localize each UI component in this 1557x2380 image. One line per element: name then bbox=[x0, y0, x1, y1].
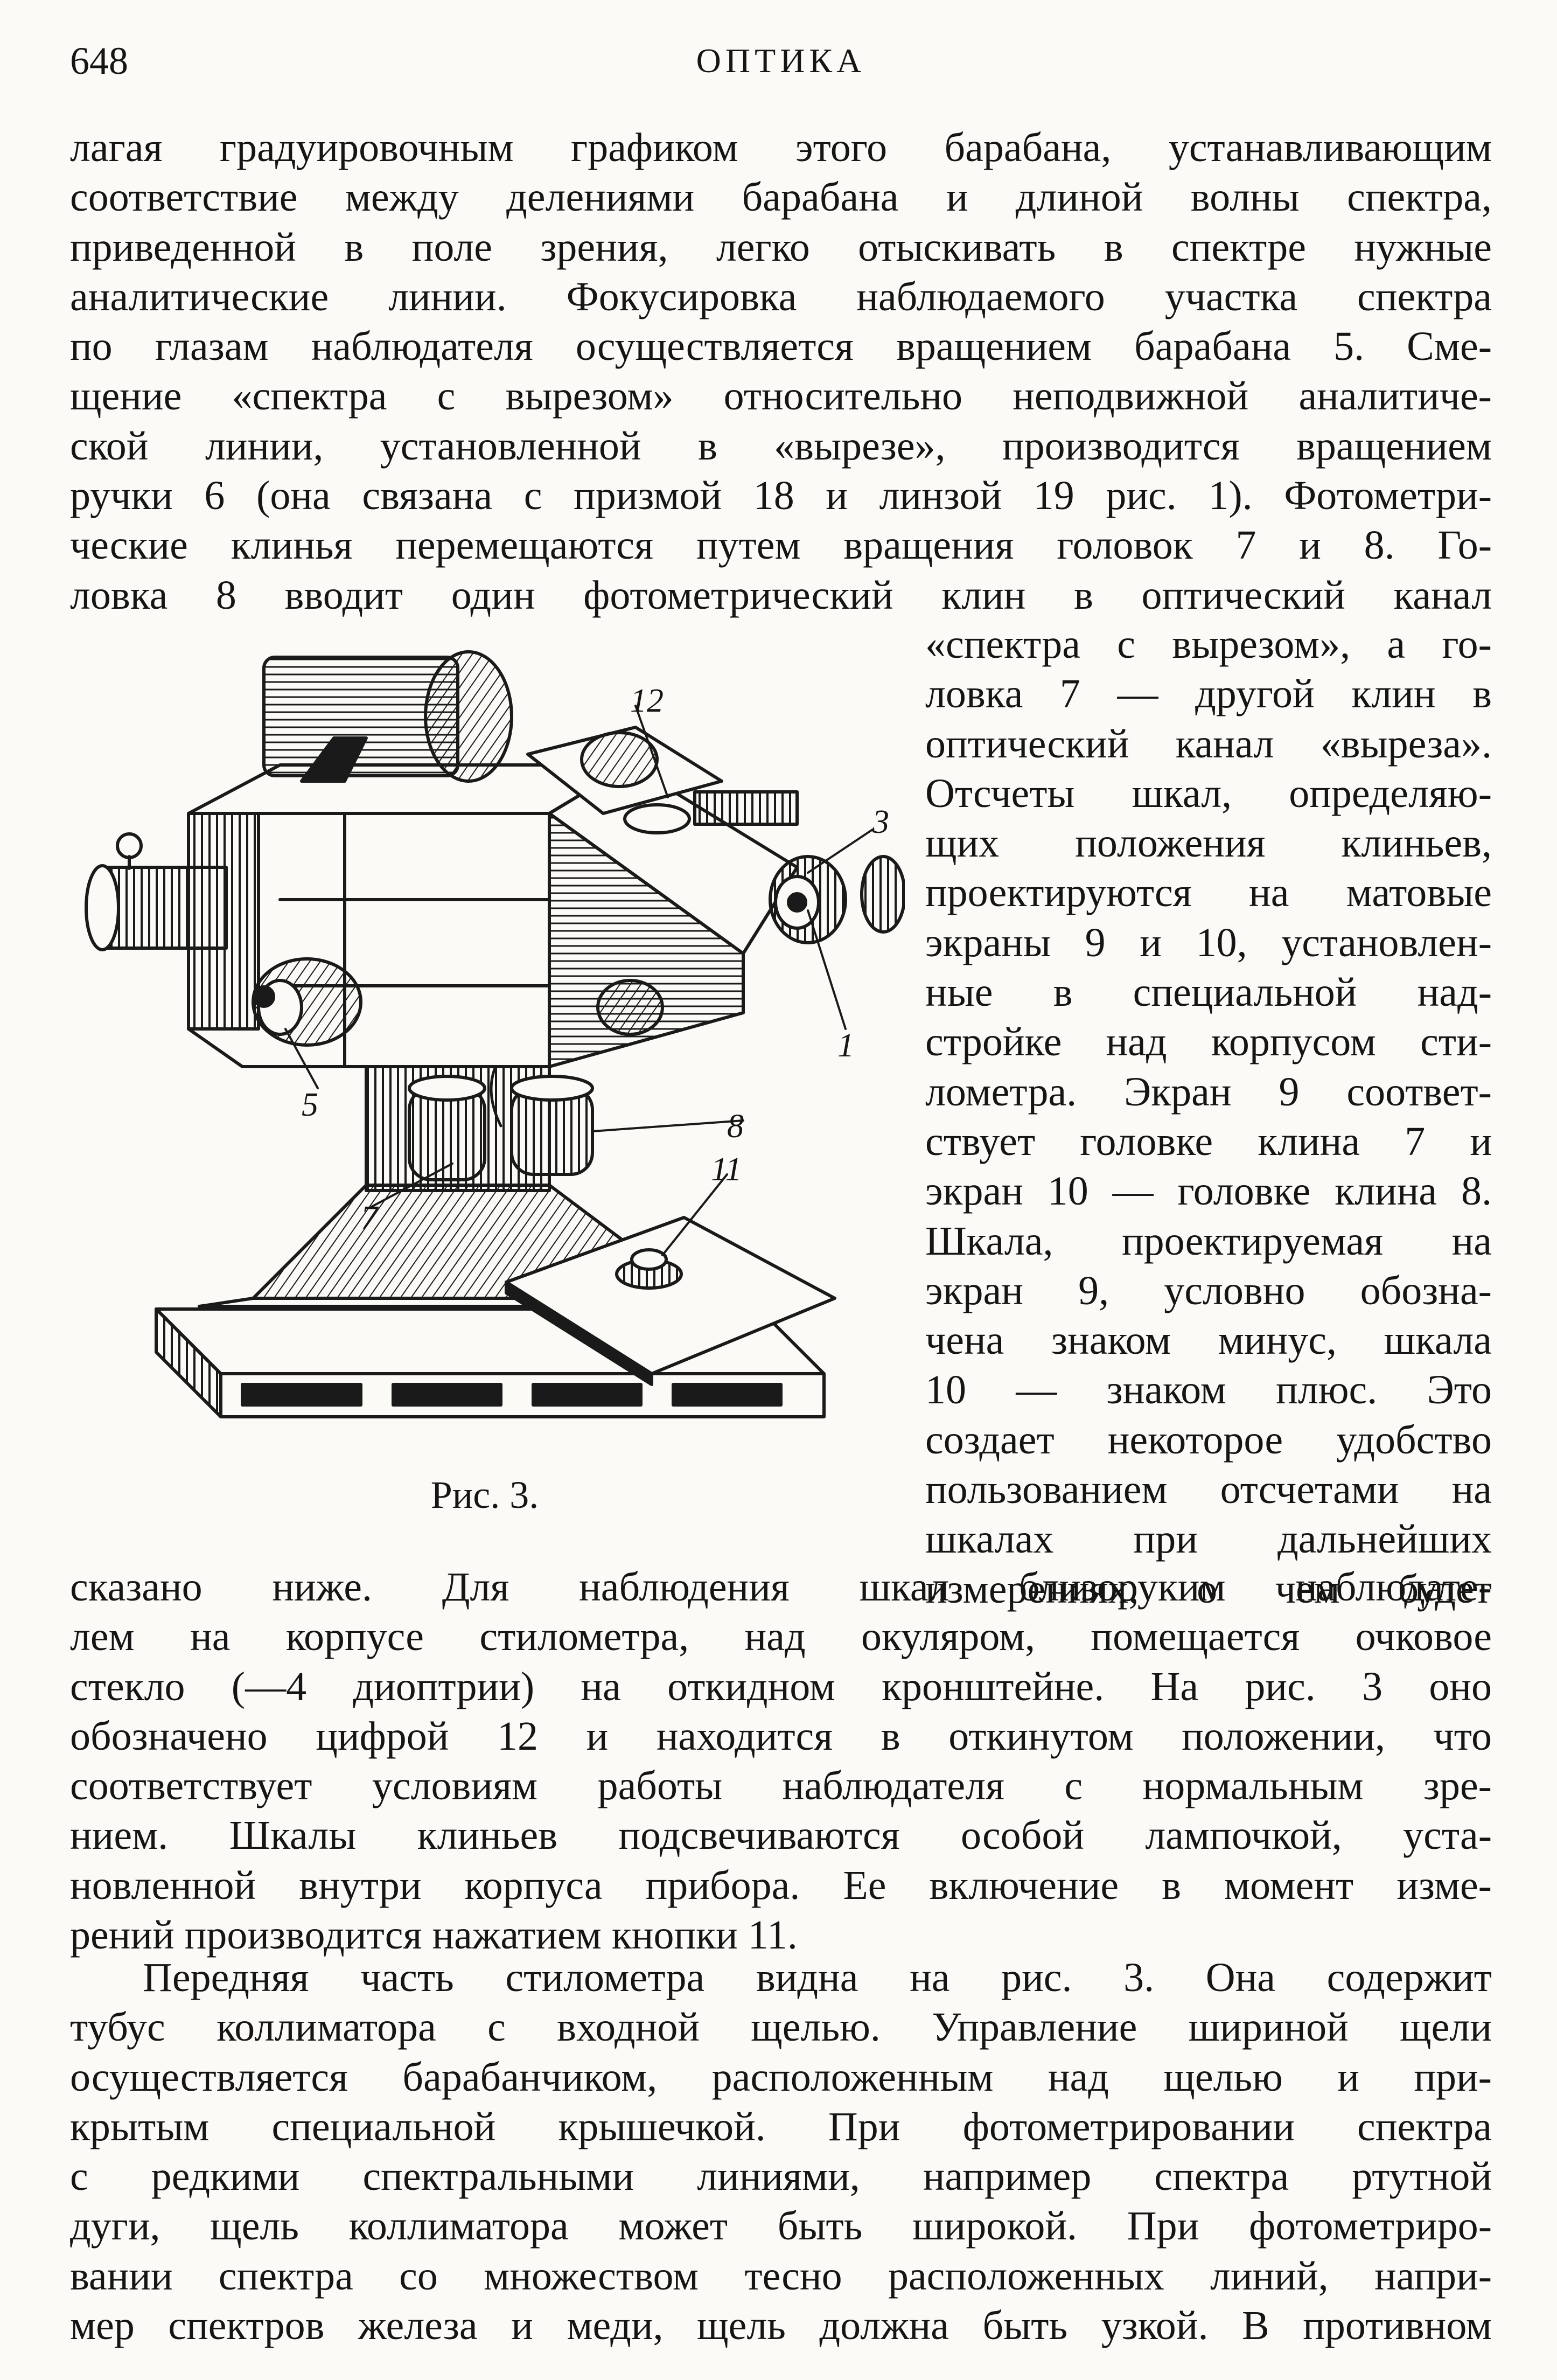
text-line: стекло (—4 диоптрии) на откидном кронште… bbox=[70, 1664, 1492, 1709]
text-line: шкалах при дальнейших bbox=[925, 1516, 1492, 1562]
callout-leaders bbox=[284, 705, 874, 1256]
text-line: с редкими спектральными линиями, наприме… bbox=[70, 2154, 1492, 2200]
text-line: приведенной в поле зрения, легко отыскив… bbox=[70, 224, 1492, 270]
text-line: сказано ниже. Для наблюдения шкал близор… bbox=[70, 1564, 1492, 1610]
text-line: соответствует условиям работы наблюдател… bbox=[70, 1763, 1492, 1809]
text-line: нием. Шкалы клиньев подсвечиваются особо… bbox=[70, 1813, 1492, 1859]
text-line: экран 9, условно обозна- bbox=[925, 1268, 1492, 1313]
text-line: оптический канал «выреза». bbox=[925, 721, 1492, 767]
text-line: пользованием отсчетами на bbox=[925, 1467, 1492, 1513]
text-line: по глазам наблюдателя осуществляется вра… bbox=[70, 324, 1492, 370]
callout-11: 11 bbox=[711, 1151, 742, 1188]
text-line: щение «спектра с вырезом» относительно н… bbox=[70, 373, 1492, 419]
paragraph-1-right-column: «спектра с вырезом», а го-ловка 7 — друг… bbox=[925, 620, 1492, 1614]
text-line: ручки 6 (она связана с призмой 18 и линз… bbox=[70, 473, 1492, 519]
page-number: 648 bbox=[70, 39, 128, 82]
running-title: ОПТИКА bbox=[696, 41, 866, 80]
text-line: дуги, щель коллиматора может быть широко… bbox=[70, 2203, 1492, 2249]
wedge-heads bbox=[408, 990, 594, 1181]
text-line: новленной внутри корпуса прибора. Ее вкл… bbox=[70, 1862, 1492, 1908]
text-line: щих положения клиньев, bbox=[925, 820, 1492, 866]
text-line: Шкала, проектируемая на bbox=[925, 1218, 1492, 1264]
callout-3: 3 bbox=[872, 804, 889, 840]
right-knobs bbox=[769, 855, 905, 944]
collimator-tube bbox=[85, 832, 228, 951]
knob-5 bbox=[252, 957, 362, 1047]
text-line: ской линии, установленной в «вырезе», пр… bbox=[70, 423, 1492, 469]
text-line: крытым специальной крышечкой. При фотоме… bbox=[70, 2104, 1492, 2149]
text-line: стройке над корпусом сти- bbox=[925, 1019, 1492, 1065]
text-line: 10 — знаком плюс. Это bbox=[925, 1367, 1492, 1413]
button-plate bbox=[505, 1216, 836, 1386]
text-line: ловка 8 вводит один фотометрический клин… bbox=[70, 572, 1492, 618]
text-line: измерениях, о чем будет bbox=[925, 1566, 1492, 1612]
text-line: лем на корпусе стилометра, над окуляром,… bbox=[70, 1614, 1492, 1660]
text-line: мер спектров железа и меди, щель должна … bbox=[70, 2303, 1492, 2349]
text-line: аналитические линии. Фокусировка наблюда… bbox=[70, 274, 1492, 319]
text-line: экраны 9 и 10, установлен- bbox=[925, 920, 1492, 965]
text-line: обозначено цифрой 12 и находится в откин… bbox=[70, 1713, 1492, 1759]
text-line: ческие клинья перемещаются путем вращени… bbox=[70, 523, 1492, 568]
text-line: Передняя часть стилометра видна на рис. … bbox=[143, 1955, 1492, 2000]
callout-7: 7 bbox=[361, 1200, 378, 1236]
text-line: соответствие между делениями барабана и … bbox=[70, 175, 1492, 220]
text-line: Отсчеты шкал, определяю- bbox=[925, 770, 1492, 816]
text-line: лометра. Экран 9 соответ- bbox=[925, 1069, 1492, 1115]
text-line: ствует головке клина 7 и bbox=[925, 1118, 1492, 1164]
stilometer-illustration bbox=[85, 650, 905, 1418]
text-line: ные в специальной над- bbox=[925, 970, 1492, 1015]
paragraph-1-top: лагая градуировочным графиком этого бара… bbox=[70, 123, 1492, 620]
text-line: проектируются на матовые bbox=[925, 870, 1492, 916]
superstructure bbox=[526, 726, 799, 834]
figure-caption: Рис. 3. bbox=[430, 1473, 539, 1516]
callout-5: 5 bbox=[302, 1087, 318, 1123]
text-line: осуществляется барабанчиком, расположенн… bbox=[70, 2054, 1492, 2100]
text-line: вании спектра со множеством тесно распол… bbox=[70, 2253, 1492, 2299]
scale-window bbox=[596, 979, 664, 1036]
top-cylinder bbox=[262, 650, 513, 783]
callout-8: 8 bbox=[727, 1108, 744, 1145]
figure-3: 12 3 1 5 8 7 11 Рис. 3. bbox=[65, 620, 905, 1516]
text-line: создает некоторое удобство bbox=[925, 1417, 1492, 1463]
callout-1: 1 bbox=[837, 1027, 854, 1064]
callout-12: 12 bbox=[630, 683, 664, 719]
text-line: экран 10 — головке клина 8. bbox=[925, 1168, 1492, 1214]
text-line: тубус коллиматора с входной щелью. Управ… bbox=[70, 2005, 1492, 2050]
text-line: лагая градуировочным графиком этого бара… bbox=[70, 125, 1492, 170]
text-line: ловка 7 — другой клин в bbox=[925, 671, 1492, 717]
text-line: «спектра с вырезом», а го- bbox=[925, 622, 1492, 667]
text-line: рений производится нажатием кнопки 11. bbox=[70, 1912, 798, 1958]
text-line: чена знаком минус, шкала bbox=[925, 1318, 1492, 1363]
paragraph-2: Передняя часть стилометра видна на рис. … bbox=[70, 1953, 1492, 2350]
page-header: 648 ОПТИКА bbox=[70, 31, 1492, 91]
paragraph-1-bottom: сказано ниже. Для наблюдения шкал близор… bbox=[70, 1562, 1492, 1960]
